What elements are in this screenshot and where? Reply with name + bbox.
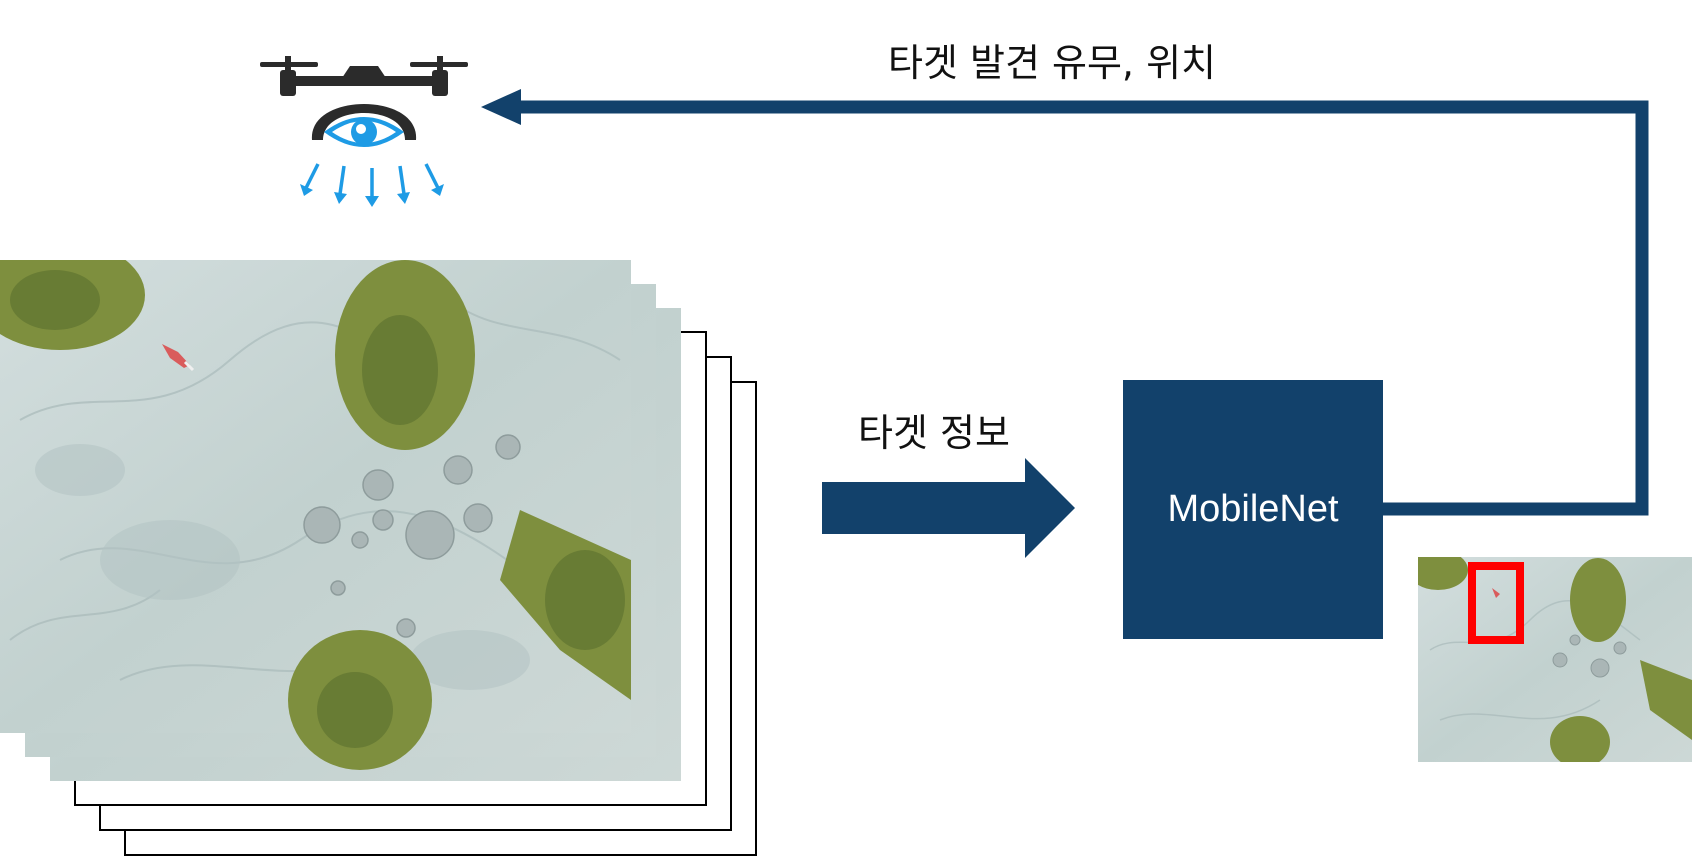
detection-frame — [1418, 557, 1692, 762]
tree — [1418, 557, 1692, 762]
mobilenet-box — [1123, 380, 1383, 639]
mobilenet-label: MobileNet — [1167, 488, 1339, 530]
tree — [10, 270, 625, 748]
target-person — [162, 344, 195, 372]
eye-icon — [324, 117, 404, 147]
aerial-frame — [0, 260, 631, 770]
feedback-arrow — [481, 89, 1649, 516]
downward-arrows-icon — [300, 163, 444, 207]
detection-bounding-box — [1468, 562, 1524, 644]
drone-body — [260, 56, 468, 140]
rocks — [303, 434, 521, 638]
input-label: 타겟 정보 — [858, 411, 1010, 455]
feedback-label: 타겟 발견 유무, 위치 — [888, 41, 1216, 85]
drone-camera-icon — [260, 56, 468, 207]
input-arrow — [822, 458, 1075, 558]
